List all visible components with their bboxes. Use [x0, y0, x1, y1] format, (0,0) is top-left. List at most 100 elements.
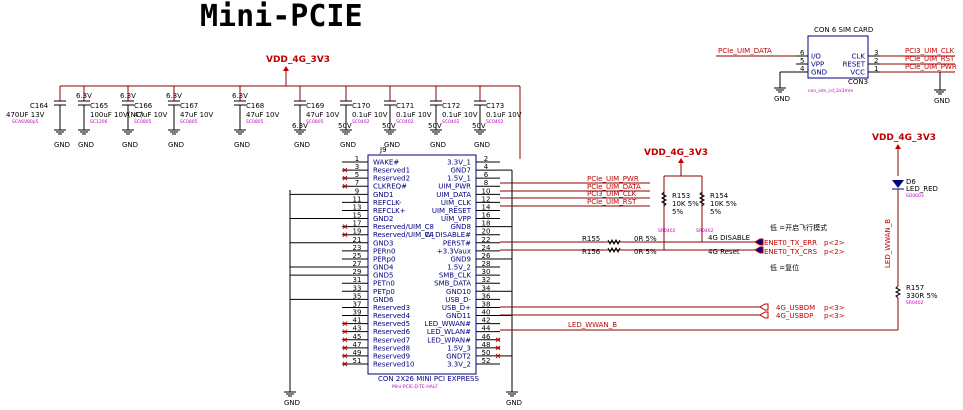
net-uim-clk: PCI3_UIM_CLK [587, 190, 637, 198]
pin-number: 4 [484, 163, 489, 171]
pin-signal: GND8 [450, 223, 471, 231]
cap-part: SC0402 [352, 119, 370, 125]
connector-ref: J9 [379, 146, 387, 154]
cap-voltage: 6.3V [166, 92, 182, 100]
gnd-label: GND [122, 141, 138, 149]
gnd-label: GND [506, 399, 522, 407]
pin-number: 42 [482, 317, 491, 325]
pin-48: 481.5V_3 [447, 341, 501, 352]
no-connect-icon [342, 353, 348, 359]
cap-ref: C168 [246, 102, 264, 110]
pin-signal: UIM_VPP [441, 215, 471, 223]
pin-signal: Reserved9 [373, 352, 410, 360]
cap-part: SC1206 [90, 119, 108, 125]
no-connect-icon [495, 353, 501, 359]
cap-ref: C172 [442, 102, 460, 110]
page-ref-2b: p<2> [824, 248, 845, 256]
pin-number: 26 [482, 252, 491, 260]
gnd-label: GND [284, 399, 300, 407]
pin-signal: PERST# [443, 239, 471, 247]
pin-signal: GND6 [373, 296, 394, 304]
net-sim-data: PCIe_UIM_DATA [718, 47, 772, 55]
pin-24: 24+3.3Vaux [437, 244, 500, 255]
net-uim-pwr: PCIe_UIM_PWR [587, 175, 639, 183]
no-connect-icon [342, 175, 348, 181]
sim-title: CON 6 SIM CARD [814, 26, 873, 34]
pin-signal: GND9 [450, 255, 471, 263]
r157-val: 330R 5% [906, 292, 938, 300]
pin-number: 10 [482, 187, 491, 195]
r157-ref: R157 [906, 284, 924, 292]
pin-number: 45 [353, 333, 362, 341]
pin-signal: LED_WPAN# [427, 336, 471, 344]
pin-signal: GND3 [373, 239, 394, 247]
page-title: Mini-PCIE [200, 0, 363, 34]
pin-number: 33 [353, 284, 362, 292]
pin-number: 50 [482, 349, 491, 357]
cap-ref: C165 [90, 102, 108, 110]
net-led-wwan-vertical: LED_WWAN_B [884, 219, 892, 268]
pin-number: 47 [353, 341, 362, 349]
net-uim-rst: PCIe_UIM_RST [587, 198, 637, 206]
pin-number: 6 [484, 171, 489, 179]
resistor-r156 [607, 246, 621, 254]
d6-part: SD0603 [906, 193, 924, 199]
pin-signal: GNDT2 [446, 352, 471, 360]
sim-pin-signal: RESET [843, 61, 866, 69]
pin-6: 61.5V_1 [447, 171, 500, 183]
gnd-label: GND [168, 141, 184, 149]
pin-number: 20 [482, 228, 491, 236]
pin-number: 41 [353, 317, 362, 325]
pin-signal: Reserved8 [373, 344, 410, 352]
pin-number: 31 [353, 276, 362, 284]
pin-50: 50 GNDT2 [446, 349, 512, 360]
pin-2: 23.3V_1 [447, 155, 500, 167]
pin-signal: UIM_DATA [436, 191, 471, 199]
pin-signal: Reserved1 [373, 167, 410, 175]
pin-number: 51 [353, 357, 362, 365]
sim-pin-number: 6 [800, 49, 805, 57]
sim-ref: CON3 [848, 78, 868, 86]
pin-20: 20W_DISABLE# [425, 228, 500, 239]
gnd-label: GND [54, 141, 70, 149]
r154-val: 10K 5% [710, 200, 737, 208]
pin-26: 26 GND9 [450, 252, 512, 263]
r156-val: 0R 5% [634, 248, 657, 256]
pin-number: 27 [353, 260, 362, 268]
cap-value: 47uF 10V [246, 111, 280, 119]
cap-part: SC0402 [396, 119, 414, 125]
pin-signal: 1.5V_2 [447, 264, 471, 272]
connector-right-pins: 23.3V_14GND761.5V_18UIM_PWR10UIM_DATA12U… [424, 155, 512, 369]
no-connect-icon [495, 337, 501, 343]
no-connect-icon [495, 345, 501, 351]
cap-voltage: 6.3V [232, 92, 248, 100]
gnd-label: GND [340, 141, 356, 149]
r153-part: SR0402 [658, 228, 676, 234]
pin-number: 25 [353, 252, 362, 260]
pin-signal: SMB_DATA [434, 280, 471, 288]
cap-voltage: 50V [382, 122, 396, 130]
pin-number: 23 [353, 244, 362, 252]
pin-signal: Reserved/UIM_C8 [373, 223, 434, 231]
vdd-arrow-icon [895, 144, 901, 149]
gnd-label: GND [774, 95, 790, 103]
pin-signal: UIM_RESET [432, 207, 472, 215]
sig-4g-disable: 4G DISABLE [708, 234, 750, 242]
pin-number: 14 [482, 203, 491, 211]
